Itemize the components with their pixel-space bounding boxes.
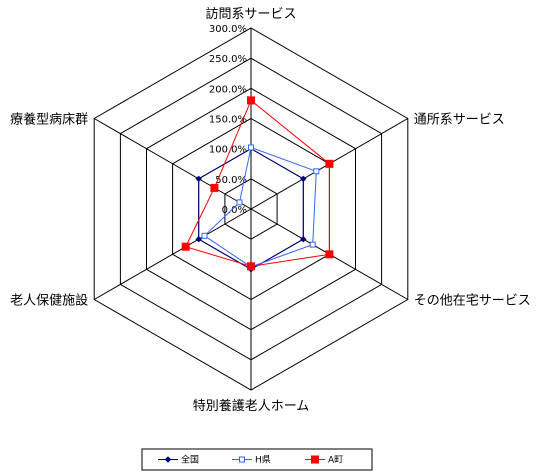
legend-label-1: H県 [255,455,271,466]
series-2-point-0 [247,96,255,105]
series-2-point-4 [181,242,190,251]
axis-label-1: 通所系サービス [414,113,505,128]
radial-tick-labels: 0.0% 50.0% 100.0% 150.0% 200.0% 250.0% 300.0% [209,24,247,216]
axis-label-5: 療養型病床群 [10,112,88,128]
tick-label-0: 0.0% [222,205,247,216]
series-1-point-4 [201,232,208,239]
tick-label-4: 200.0% [209,84,247,95]
radar-spokes [93,28,409,390]
tick-label-5: 250.0% [209,54,247,65]
tick-label-6: 300.0% [209,24,247,35]
series-1-point-5 [236,199,243,206]
legend-items: 全国 H県 A町 [158,454,343,466]
series-2-point-5 [210,183,219,192]
legend-item-2: A町 [305,455,343,466]
series-1-point-1 [313,168,320,175]
legend-box [141,448,373,471]
series-2-point-3 [247,262,255,271]
data-series [181,96,334,273]
spoke-4 [93,208,252,300]
series-0-point-4 [195,235,202,243]
legend-item-1: H県 [232,455,271,466]
series-0-point-1 [300,175,307,183]
series-1-point-0 [248,144,254,151]
legend-marker-1 [239,456,245,463]
series-0-point-5 [195,175,202,183]
legend-label-2: A町 [328,456,343,466]
axis-label-3: 特別養護老人ホーム [193,398,310,414]
series-1-point-2 [309,241,316,248]
series-2-point-2 [325,250,334,259]
axis-label-2: その他在宅サービス [414,294,531,309]
legend: 全国 H県 A町 [141,448,373,471]
axis-label-4: 老人保健施設 [10,293,88,309]
tick-label-2: 100.0% [209,145,247,156]
legend-marker-2 [311,455,319,464]
legend-marker-0 [164,456,172,463]
tick-label-1: 50.0% [215,175,247,186]
series-2 [181,96,334,271]
axis-label-0: 訪問系サービス [205,6,296,22]
series-0-point-2 [300,235,307,243]
tick-label-3: 150.0% [209,115,247,126]
series-2-point-1 [325,159,334,168]
legend-label-0: 全国 [181,454,199,466]
spoke-5 [93,118,252,210]
legend-item-0: 全国 [158,454,199,466]
